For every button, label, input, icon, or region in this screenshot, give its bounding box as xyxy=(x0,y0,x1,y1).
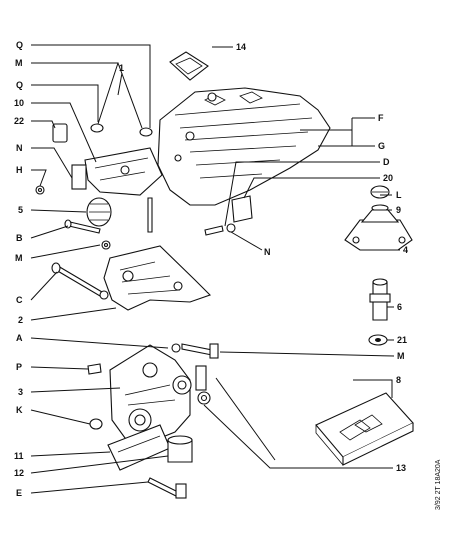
leader-lines xyxy=(30,44,400,494)
label-F: F xyxy=(378,113,384,123)
label-E: E xyxy=(16,488,22,498)
engine-block xyxy=(157,87,331,206)
reference-code: 3/92 2T 18A20A xyxy=(435,459,442,510)
callout-labels: Q M Q 10 22 N H 5 B M C 2 A P 3 K 11 12 … xyxy=(14,40,408,498)
lower-mount-3 xyxy=(87,344,211,499)
label-4: 4 xyxy=(403,245,408,255)
label-11: 11 xyxy=(14,451,24,461)
label-D: D xyxy=(383,157,390,167)
label-K: K xyxy=(16,405,23,415)
label-M-right: M xyxy=(397,351,405,361)
label-L: L xyxy=(396,190,402,200)
label-14: 14 xyxy=(236,42,246,52)
label-21: 21 xyxy=(397,335,407,345)
bolt-a xyxy=(171,343,219,359)
label-P: P xyxy=(16,362,22,372)
right-engine-mount xyxy=(204,185,413,346)
label-C: C xyxy=(16,295,23,305)
label-1: 1 xyxy=(119,63,124,73)
label-N-right: N xyxy=(264,247,271,257)
label-9: 9 xyxy=(396,205,401,215)
label-22: 22 xyxy=(14,116,24,126)
label-3: 3 xyxy=(18,387,23,397)
label-Q-top: Q xyxy=(16,40,23,50)
label-13: 13 xyxy=(396,463,406,473)
label-A: A xyxy=(16,333,23,343)
part-22-block xyxy=(52,123,68,143)
label-N-left: N xyxy=(16,143,23,153)
label-H: H xyxy=(16,165,23,175)
label-M-top: M xyxy=(15,58,23,68)
label-2: 2 xyxy=(18,315,23,325)
label-8: 8 xyxy=(396,375,401,385)
label-20: 20 xyxy=(383,173,393,183)
label-12: 12 xyxy=(14,468,24,478)
label-M-left: M xyxy=(15,253,23,263)
label-Q-mid: Q xyxy=(16,80,23,90)
part-14-plate xyxy=(169,51,209,81)
label-B: B xyxy=(16,233,23,243)
label-6: 6 xyxy=(397,302,402,312)
label-G: G xyxy=(378,141,385,151)
part-8-box xyxy=(315,392,414,466)
label-5: 5 xyxy=(18,205,23,215)
upper-bracket xyxy=(35,123,163,234)
label-10: 10 xyxy=(14,98,24,108)
lower-bracket-2 xyxy=(51,240,212,311)
